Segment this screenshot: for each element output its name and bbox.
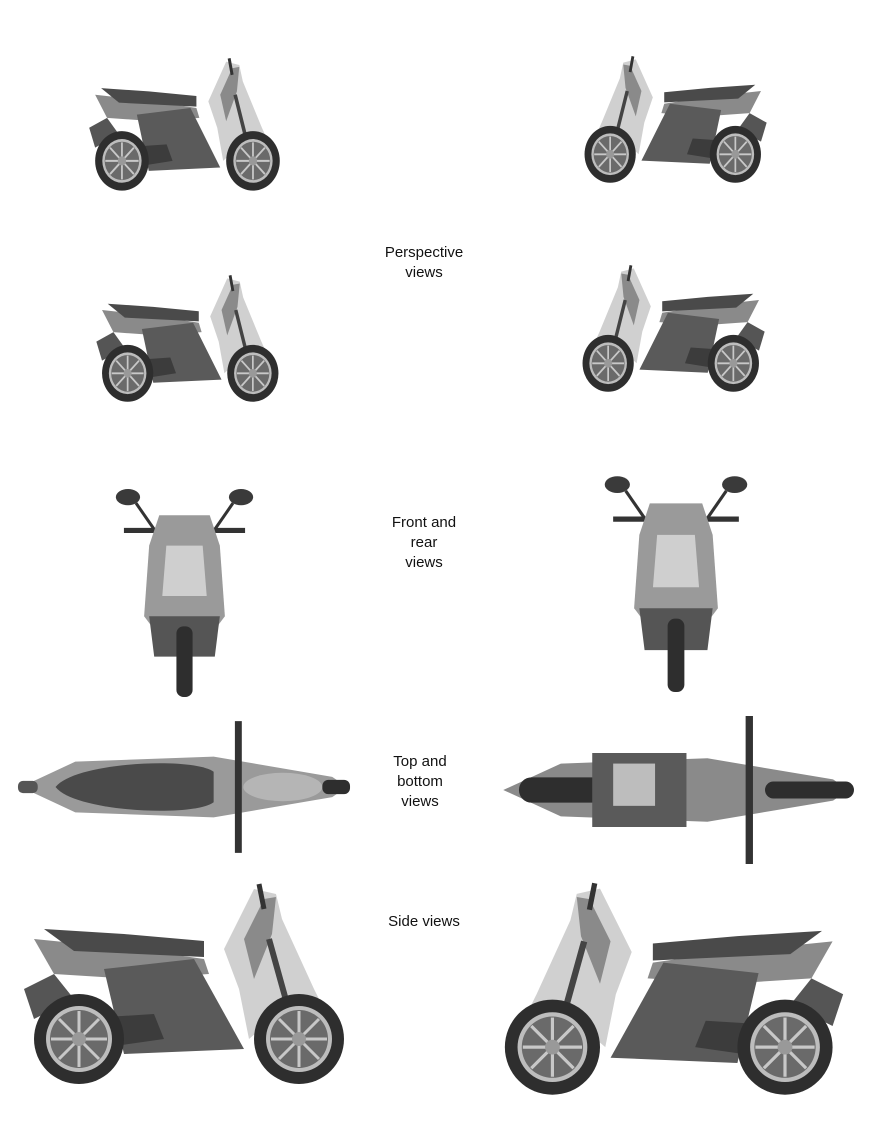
scooter-drawing [78,236,293,441]
front-view [112,485,257,697]
scooter-drawing [14,878,354,1090]
scooter-drawing [16,716,352,858]
label-line: Side views [354,912,494,932]
rear-view [602,472,750,692]
side-view-left [494,878,854,1100]
top-bottom-views-label: Top and bottom views [350,752,490,812]
scooter-drawing [570,22,785,217]
label-line: views [354,263,494,283]
perspective-view-rear-left [568,226,783,431]
side-views-label: Side views [354,912,494,932]
label-line: views [350,792,490,812]
label-line: rear [354,533,494,553]
side-view-right [14,878,354,1090]
top-view [16,716,352,858]
label-line: Top and [350,752,490,772]
label-line: Perspective [354,243,494,263]
scooter-drawing [568,226,783,431]
scooter-drawing [602,472,750,692]
label-line: bottom [350,772,490,792]
bottom-view [498,716,854,864]
front-rear-views-label: Front and rear views [354,513,494,573]
perspective-views-label: Perspective views [354,243,494,283]
scooter-drawing [494,878,854,1100]
perspective-view-rear-right [78,236,293,441]
label-line: views [354,553,494,573]
scooter-drawing [498,716,854,864]
perspective-view-front-right [70,22,295,227]
scooter-drawing [112,485,257,697]
perspective-view-front-left [570,22,785,217]
scooter-drawing [70,22,295,227]
label-line: Front and [354,513,494,533]
